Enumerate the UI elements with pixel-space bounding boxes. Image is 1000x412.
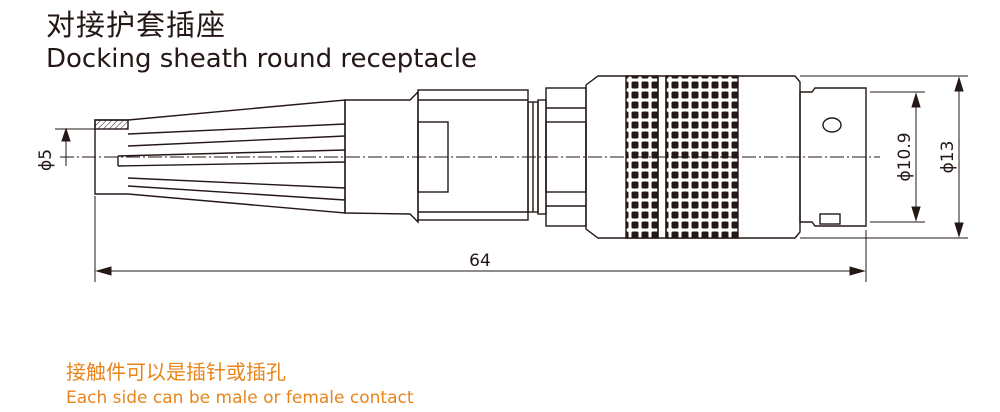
title-chinese: 对接护套插座 [46, 8, 227, 42]
nut-body [344, 89, 529, 224]
note-english: Each side can be male or female contact [66, 388, 414, 408]
inner-diameter-dimension [870, 91, 925, 223]
length-label: 64 [469, 251, 491, 271]
note-chinese: 接触件可以是插针或插孔 [66, 360, 286, 384]
outer-diameter-label: ϕ13 [938, 141, 958, 174]
outer-diameter-dimension [800, 75, 968, 239]
front-receptacle [799, 87, 867, 227]
pin-diameter-label: ϕ5 [36, 149, 56, 171]
pin-diameter-dimension [55, 127, 95, 166]
inner-diameter-label: ϕ10.9 [895, 132, 915, 181]
title-english: Docking sheath round receptacle [46, 44, 477, 74]
length-dimension [94, 196, 867, 282]
rear-collet [94, 99, 346, 214]
